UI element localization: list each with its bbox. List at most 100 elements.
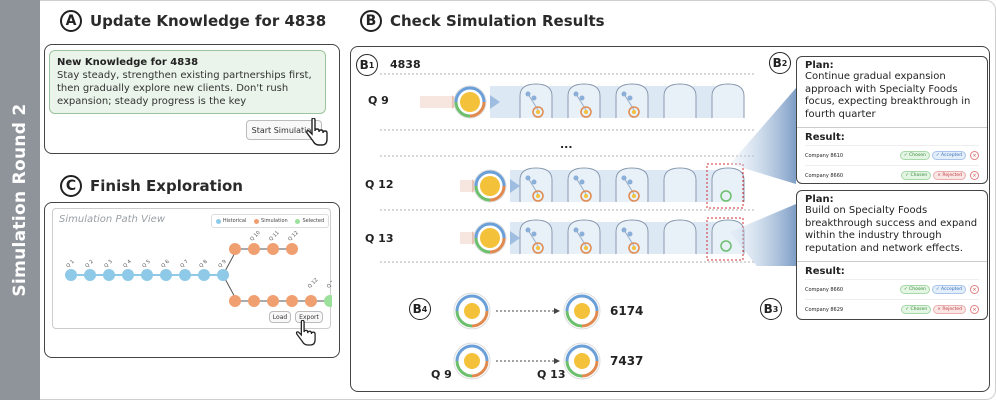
- node-label: Q 7: [179, 259, 189, 269]
- section-b-title: Check Simulation Results: [390, 12, 605, 30]
- compare-top-start-arc-blue: [455, 294, 489, 312]
- simulation-node: [286, 243, 298, 255]
- compare-top-start-arc-green: [455, 310, 473, 328]
- q12-arch: [519, 167, 553, 202]
- remove-button[interactable]: ×: [970, 285, 979, 294]
- node-label: Q 9: [217, 259, 227, 269]
- history-node: [65, 269, 77, 281]
- compare-top-end-arc-green: [565, 310, 583, 328]
- accepted-tag: ✓ Accepted: [931, 285, 966, 294]
- remove-button[interactable]: ×: [970, 305, 979, 314]
- plan-connector-fans: [730, 88, 796, 266]
- node-label: Q 10: [249, 230, 262, 243]
- q9-arch: [567, 83, 601, 118]
- node-label: Q 4: [122, 259, 132, 269]
- history-node: [198, 269, 210, 281]
- compare-q-end: Q 13: [537, 368, 566, 381]
- legend-selected: Selected: [295, 218, 324, 224]
- row-q13-donut-arc-green: [474, 237, 491, 254]
- result-row: Company 8660 ✓ Chosen × Rejected ×: [805, 165, 979, 185]
- plan1-text: Continue gradual expansion approach with…: [805, 71, 971, 120]
- q9-arch-target: [628, 106, 640, 118]
- plan2-label: Plan:: [805, 194, 834, 205]
- q13-final-target: [720, 240, 732, 252]
- compare-top-end-core: [574, 303, 590, 319]
- row-q12-donut-arc-blue: [474, 170, 506, 187]
- row-q9-in-band: [420, 96, 456, 108]
- compare-bottom-start-outer: [453, 342, 491, 380]
- row-q9-lane-arrow: [490, 95, 500, 109]
- q13-arch-target: [532, 242, 544, 254]
- compare-q-start: Q 9: [431, 368, 452, 381]
- q13-arch: [615, 219, 649, 254]
- row-q9-donut-core: [460, 92, 480, 112]
- q12-arch-target-core: [632, 194, 636, 198]
- compare-bottom-start-core: [464, 353, 480, 369]
- legend-historical-swatch: [215, 218, 221, 224]
- result-row: Company 8660 ✓ Chosen ✓ Accepted ×: [805, 279, 979, 299]
- q12-arch: [663, 167, 697, 202]
- round-title: Simulation Round 2: [10, 103, 30, 297]
- compare-bottom-end-outer: [563, 342, 601, 380]
- knowledge-text: Stay steady, strengthen existing partner…: [57, 70, 312, 107]
- q9-arch-node: [627, 95, 633, 101]
- load-button[interactable]: Load: [269, 311, 291, 323]
- result-row: Company 8629 ✓ Chosen × Rejected ×: [805, 299, 979, 319]
- q13-arch-target-core: [584, 246, 588, 250]
- row-q13-donut-ring-outer: [473, 221, 507, 255]
- section-b-badge: B: [360, 10, 382, 32]
- row-q13-donut-arc-orange: [489, 237, 506, 254]
- legend-historical: Historical: [215, 218, 246, 224]
- plan1-result-label: Result:: [805, 132, 845, 143]
- legend-selected-swatch: [295, 218, 301, 224]
- q9-arch: [711, 83, 745, 118]
- q13-arch-node: [627, 231, 633, 237]
- chosen-tag: ✓ Chosen: [899, 285, 930, 294]
- value-bottom: 7437: [610, 354, 644, 368]
- knowledge-title: New Knowledge for 4838: [57, 57, 199, 68]
- q12-arch-target-core: [584, 194, 588, 198]
- compare-top-start-outer: [453, 292, 491, 330]
- q9-arch-node: [579, 95, 585, 101]
- row-label-q13: Q 13: [365, 232, 394, 245]
- q13-arch-target-core: [536, 246, 540, 250]
- start-simulation-button[interactable]: Start Simulation: [246, 120, 322, 140]
- simulation-path-view: Simulation Path View Historical Simulati…: [52, 208, 332, 329]
- plan1-label: Plan:: [805, 60, 834, 71]
- value-top: 6174: [610, 304, 644, 318]
- compare-bottom-end-core: [574, 353, 590, 369]
- q12-arch: [615, 167, 649, 202]
- selected-node: [324, 295, 332, 307]
- knowledge-box[interactable]: New Knowledge for 4838 Stay steady, stre…: [49, 50, 326, 114]
- remove-button[interactable]: ×: [970, 151, 979, 160]
- q9-arch-target-core: [584, 110, 588, 114]
- q13-arch-node: [525, 227, 531, 233]
- history-node: [84, 269, 96, 281]
- section-a-badge: A: [60, 10, 82, 32]
- history-node: [179, 269, 191, 281]
- q12-arch-target: [532, 190, 544, 202]
- path-legend: Historical Simulation Selected: [211, 214, 329, 228]
- q9-arch-target-core: [536, 110, 540, 114]
- row-q13-donut-arc-blue: [474, 222, 506, 239]
- q12-arch: [567, 167, 601, 202]
- node-label: Q 11: [268, 230, 281, 243]
- node-label: Q 8: [198, 259, 208, 269]
- q13-arch: [519, 219, 553, 254]
- remove-button[interactable]: ×: [970, 171, 979, 180]
- section-c-header: C Finish Exploration: [60, 175, 243, 197]
- q9-arch-target: [580, 106, 592, 118]
- row-q12-lane-arrow: [510, 179, 520, 193]
- simulation-rows-graphic: [380, 73, 755, 263]
- node-label: Q 3: [103, 259, 113, 269]
- cursor-hand-icon: [306, 118, 328, 146]
- q12-arch-node: [525, 175, 531, 181]
- q12-selected-box: [706, 163, 744, 209]
- compare-top-end-outer: [563, 292, 601, 330]
- q13-arch-target: [580, 242, 592, 254]
- compare-bottom-end-arc-orange: [581, 360, 599, 378]
- history-node: [122, 269, 134, 281]
